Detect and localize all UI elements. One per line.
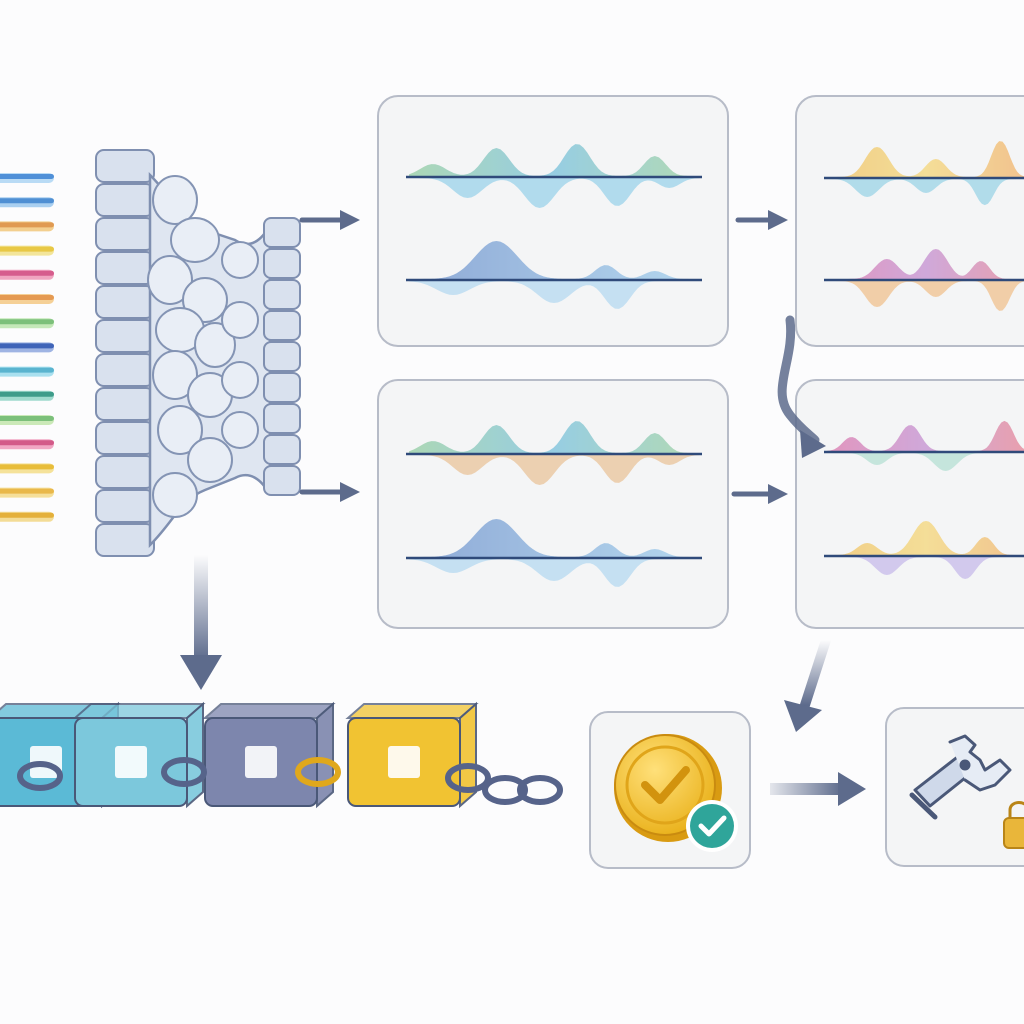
input-strip — [0, 318, 54, 329]
chain-link — [295, 757, 341, 787]
encoder-nodes — [147, 175, 259, 518]
check-coin-icon — [614, 734, 738, 852]
waveform-panel-b2 — [795, 379, 1024, 629]
arrow-b2-to-verify — [784, 635, 831, 732]
input-strip — [0, 173, 54, 183]
encoder-layer — [95, 421, 155, 455]
input-strip — [0, 415, 54, 425]
waveform — [406, 421, 702, 486]
waveforms — [406, 141, 1024, 587]
input-token-strips — [0, 173, 54, 522]
input-strip — [0, 439, 54, 450]
waveform-panel-a2 — [377, 379, 729, 629]
encoder-layer — [263, 310, 301, 341]
encoder-layer — [95, 149, 155, 183]
waveform-panel-b1 — [795, 95, 1024, 347]
arrow-encoder-to-panel-top — [299, 210, 360, 230]
arrow-encoder-to-panel-middle — [299, 482, 360, 502]
input-strip — [0, 511, 54, 522]
tools-icon — [909, 734, 1012, 820]
waveform — [824, 248, 1024, 311]
lock-icon — [1003, 801, 1024, 849]
input-strip — [0, 463, 54, 474]
chain-block — [202, 701, 336, 809]
chain-link — [17, 761, 63, 791]
input-strip — [0, 221, 54, 232]
encoder-layer — [95, 183, 155, 217]
chain-link — [482, 775, 528, 805]
encoder-layer — [263, 372, 301, 403]
chain-link — [517, 775, 563, 805]
chain-block — [72, 701, 206, 809]
encoder-layer — [95, 353, 155, 387]
chain-link — [445, 763, 491, 793]
input-strip — [0, 390, 54, 401]
arrow-panel-a2-to-b2 — [731, 484, 788, 504]
encoder-layer — [95, 455, 155, 489]
waveform — [406, 144, 702, 209]
encoder-layer — [263, 279, 301, 310]
waveform-panel-a1 — [377, 95, 729, 347]
waveform — [406, 240, 702, 309]
encoder-layer — [263, 465, 301, 496]
arrow-b1-to-b2-curved — [777, 315, 826, 458]
waveform — [406, 518, 702, 587]
arrow-verify-to-output — [770, 772, 866, 806]
encoder-layer — [95, 489, 155, 523]
encoder-layer — [95, 387, 155, 421]
input-strip — [0, 487, 54, 498]
encoder-layer — [263, 403, 301, 434]
encoder-layer — [95, 319, 155, 353]
encoder-layer — [95, 251, 155, 285]
encoder-layer — [95, 217, 155, 251]
encoder-stack — [95, 149, 301, 557]
encoder-right-column — [263, 217, 301, 496]
encoder-layer — [95, 285, 155, 319]
encoder-layer — [263, 217, 301, 248]
encoder-layer — [95, 523, 155, 557]
waveform — [824, 141, 1024, 206]
encoder-layer — [263, 248, 301, 279]
waveform — [824, 520, 1024, 580]
arrow-encoder-to-chain — [180, 555, 222, 690]
input-strip — [0, 245, 54, 256]
encoder-left-column — [95, 149, 155, 557]
encoder-layer — [263, 434, 301, 465]
chain-link — [161, 757, 207, 787]
arrow-panel-a1-to-b1 — [735, 210, 788, 230]
input-strip — [0, 366, 54, 377]
input-strip — [0, 197, 54, 208]
chain-block — [345, 701, 479, 809]
input-strip — [0, 269, 54, 280]
input-strip — [0, 342, 54, 353]
encoder-layer — [263, 341, 301, 372]
block-chain — [0, 701, 563, 809]
waveform — [824, 420, 1024, 472]
input-strip — [0, 294, 54, 304]
